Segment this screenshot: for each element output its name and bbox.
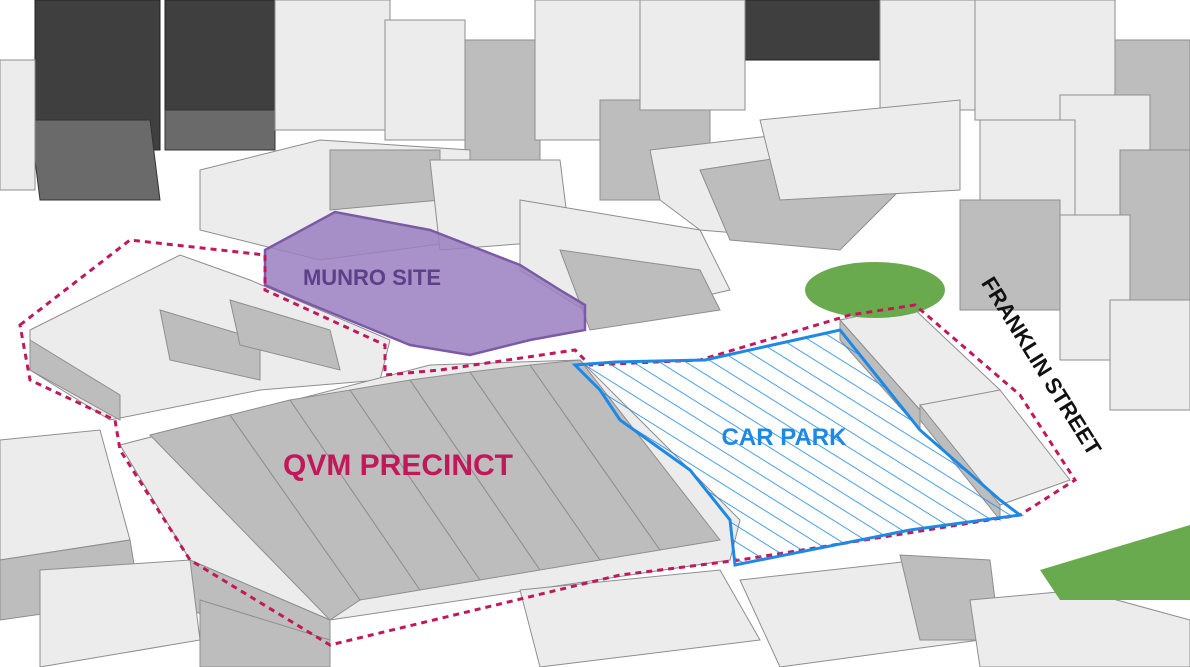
- munro-site-label: MUNRO SITE: [303, 265, 441, 290]
- car-park-area: [571, 328, 1024, 567]
- car-park-label: CAR PARK: [722, 424, 848, 451]
- dark-towers: [29, 0, 881, 201]
- qvm-precinct-boundary: [18, 238, 1078, 647]
- context-buildings-south: [0, 429, 1190, 667]
- context-buildings-north: [0, 0, 1190, 411]
- park-south: [1040, 525, 1190, 600]
- qvm-precinct-label: QVM PRECINCT: [283, 449, 513, 482]
- qvm-market-sheds: [119, 359, 741, 661]
- munro-site-area: [263, 210, 587, 357]
- qvm-west-buildings: [29, 254, 391, 421]
- park-north: [805, 262, 945, 318]
